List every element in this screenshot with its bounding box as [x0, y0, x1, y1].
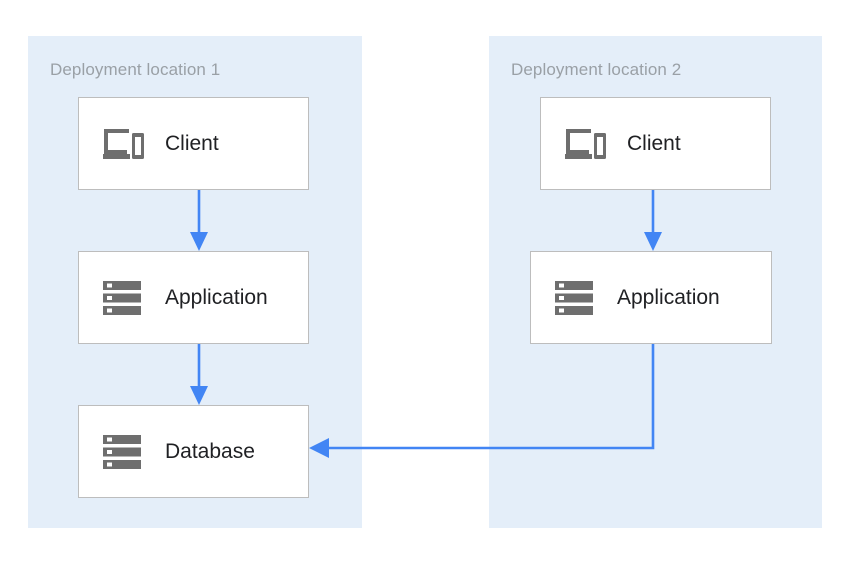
node-client-1[interactable]: Client — [78, 97, 309, 190]
devices-icon — [101, 124, 145, 164]
node-application-2[interactable]: Application — [530, 251, 772, 344]
server-icon — [553, 278, 597, 318]
node-client-2-label: Client — [627, 131, 681, 155]
devices-icon — [563, 124, 607, 164]
deployment-zone-2-label: Deployment location 2 — [511, 60, 682, 79]
node-application-2-label: Application — [617, 285, 720, 309]
deployment-zone-1-label: Deployment location 1 — [50, 60, 221, 79]
server-icon — [101, 432, 145, 472]
node-application-1-label: Application — [165, 285, 268, 309]
node-client-1-label: Client — [165, 131, 219, 155]
node-database-1-label: Database — [165, 439, 255, 463]
node-application-1[interactable]: Application — [78, 251, 309, 344]
server-icon — [101, 278, 145, 318]
node-database-1[interactable]: Database — [78, 405, 309, 498]
node-client-2[interactable]: Client — [540, 97, 771, 190]
